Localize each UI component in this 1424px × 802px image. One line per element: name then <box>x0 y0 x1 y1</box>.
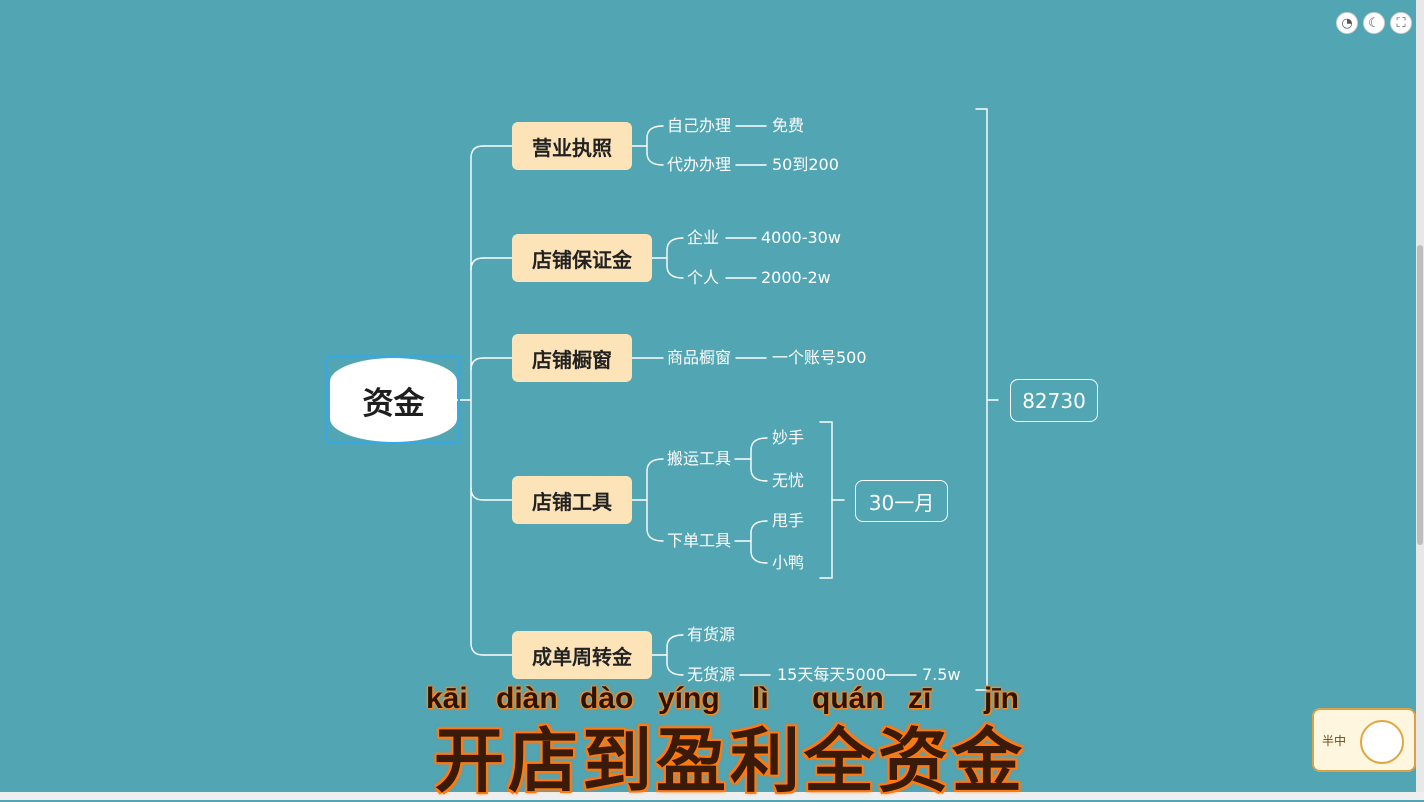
branch-node-license[interactable]: 营业执照 <box>512 122 632 170</box>
leaf-item[interactable]: 无忧 <box>772 471 805 490</box>
branch-label: 店铺保证金 <box>532 247 632 272</box>
root-label: 资金 <box>362 385 425 422</box>
root-branch-connector <box>470 487 513 501</box>
leaf-item[interactable]: 甩手 <box>772 511 805 530</box>
leaf-item[interactable]: 小鸭 <box>772 553 805 572</box>
branch-label: 成单周转金 <box>532 644 632 669</box>
branch-label: 店铺工具 <box>532 489 612 514</box>
branch-node-deposit[interactable]: 店铺保证金 <box>512 234 652 282</box>
branch-node-showcase[interactable]: 店铺橱窗 <box>512 334 632 382</box>
pinyin-syllable: zī <box>908 682 932 715</box>
branch-connector <box>666 237 684 279</box>
branch-node-tools[interactable]: 店铺工具 <box>512 476 632 524</box>
leaf-value[interactable]: 4000-30w <box>761 228 841 247</box>
leaf-node[interactable]: 有货源 <box>687 625 736 644</box>
leaf-item[interactable]: 妙手 <box>772 428 805 447</box>
leaf-node[interactable]: 无货源 <box>687 665 736 684</box>
leaf-node[interactable]: 下单工具 <box>667 531 732 550</box>
pinyin-syllable: dào <box>580 682 634 715</box>
pinyin-syllable: yíng <box>658 682 720 715</box>
summary-node-monthly[interactable]: 30一月 <box>855 480 948 522</box>
summary-bracket <box>819 421 833 579</box>
summary-label: 30一月 <box>868 490 935 515</box>
branch-connector <box>666 634 684 676</box>
leaf-value[interactable]: 2000-2w <box>761 268 831 287</box>
root-selection-frame <box>326 355 460 444</box>
leaf-value[interactable]: 免费 <box>772 116 805 135</box>
leaf-node[interactable]: 搬运工具 <box>667 449 732 468</box>
root-branch-connector <box>470 145 513 656</box>
leaf-node[interactable]: 商品橱窗 <box>667 348 732 367</box>
timer-icon[interactable]: ◔ <box>1336 12 1358 34</box>
leaf-value[interactable]: 50到200 <box>772 155 839 174</box>
subbranch-connector <box>750 437 768 482</box>
horizontal-scrollbar[interactable] <box>0 792 1424 800</box>
root-node[interactable]: 资金 <box>330 358 457 442</box>
subbranch-connector <box>750 520 768 564</box>
caption-title: 开店到盈利全资金 <box>434 719 1026 802</box>
leaf-node[interactable]: 代办办理 <box>667 155 732 174</box>
root-branch-connector <box>470 257 513 271</box>
branch-label: 营业执照 <box>532 135 612 160</box>
pinyin-syllable: diàn <box>496 682 558 715</box>
pinyin-syllable: lì <box>752 682 769 715</box>
mascot-text: 半中 <box>1322 733 1347 748</box>
leaf-node[interactable]: 自己办理 <box>667 116 732 135</box>
mascot-logo: 半中 <box>1312 708 1416 772</box>
branch-label: 店铺橱窗 <box>532 347 612 372</box>
branch-connector <box>646 458 664 542</box>
vertical-scrollbar-thumb[interactable] <box>1417 245 1423 545</box>
mascot-face-icon <box>1360 720 1404 764</box>
total-label: 82730 <box>1022 388 1086 413</box>
total-bracket <box>975 108 988 691</box>
summary-node-total[interactable]: 82730 <box>1010 379 1098 422</box>
leaf-value[interactable]: 7.5w <box>922 665 961 684</box>
leaf-node[interactable]: 个人 <box>687 268 720 287</box>
branch-node-working-capital[interactable]: 成单周转金 <box>512 631 652 679</box>
moon-icon[interactable]: ☾ <box>1363 12 1385 34</box>
leaf-value[interactable]: 15天每天5000 <box>777 665 887 684</box>
pinyin-syllable: kāi <box>426 682 468 715</box>
pinyin-syllable: quán <box>812 682 884 715</box>
pinyin-caption: kāi diàn dào yíng lì quán zī jīn <box>410 682 1050 726</box>
leaf-node[interactable]: 企业 <box>687 228 720 247</box>
fullscreen-icon[interactable]: ⛶ <box>1390 12 1412 34</box>
leaf-value[interactable]: 一个账号500 <box>772 348 867 367</box>
root-branch-connector <box>470 357 513 371</box>
pinyin-syllable: jīn <box>984 682 1019 715</box>
branch-connector <box>646 125 664 166</box>
